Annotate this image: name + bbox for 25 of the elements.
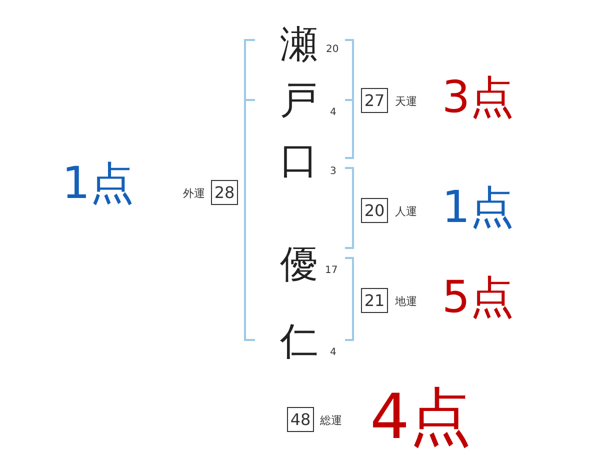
value-box: 20: [361, 198, 388, 223]
score-text: 1点: [442, 186, 514, 230]
stroke-count: 17: [325, 266, 338, 276]
name-character: 優: [280, 245, 318, 283]
fortune-name: 地運: [395, 296, 417, 307]
value-box: 28: [211, 180, 238, 205]
score-text: 3点: [442, 76, 514, 120]
fortune-name: 外運: [183, 188, 205, 199]
stroke-count: 4: [330, 108, 336, 118]
value-box: 21: [361, 288, 388, 313]
fortune-name: 人運: [395, 206, 417, 217]
value-box: 27: [361, 88, 388, 113]
name-character: 瀬: [280, 25, 318, 63]
name-character: 仁: [280, 322, 318, 360]
fortune-name: 総運: [320, 415, 342, 426]
stroke-count: 20: [326, 45, 339, 55]
name-character: 戸: [280, 81, 318, 119]
score-text: 1点: [62, 162, 134, 206]
stroke-count: 3: [330, 167, 336, 177]
value-box: 48: [287, 407, 314, 432]
stroke-count: 4: [330, 348, 336, 358]
score-text: 4点: [370, 386, 472, 448]
fortune-name: 天運: [395, 96, 417, 107]
name-character: 口: [280, 141, 318, 179]
score-text: 5点: [442, 276, 514, 320]
